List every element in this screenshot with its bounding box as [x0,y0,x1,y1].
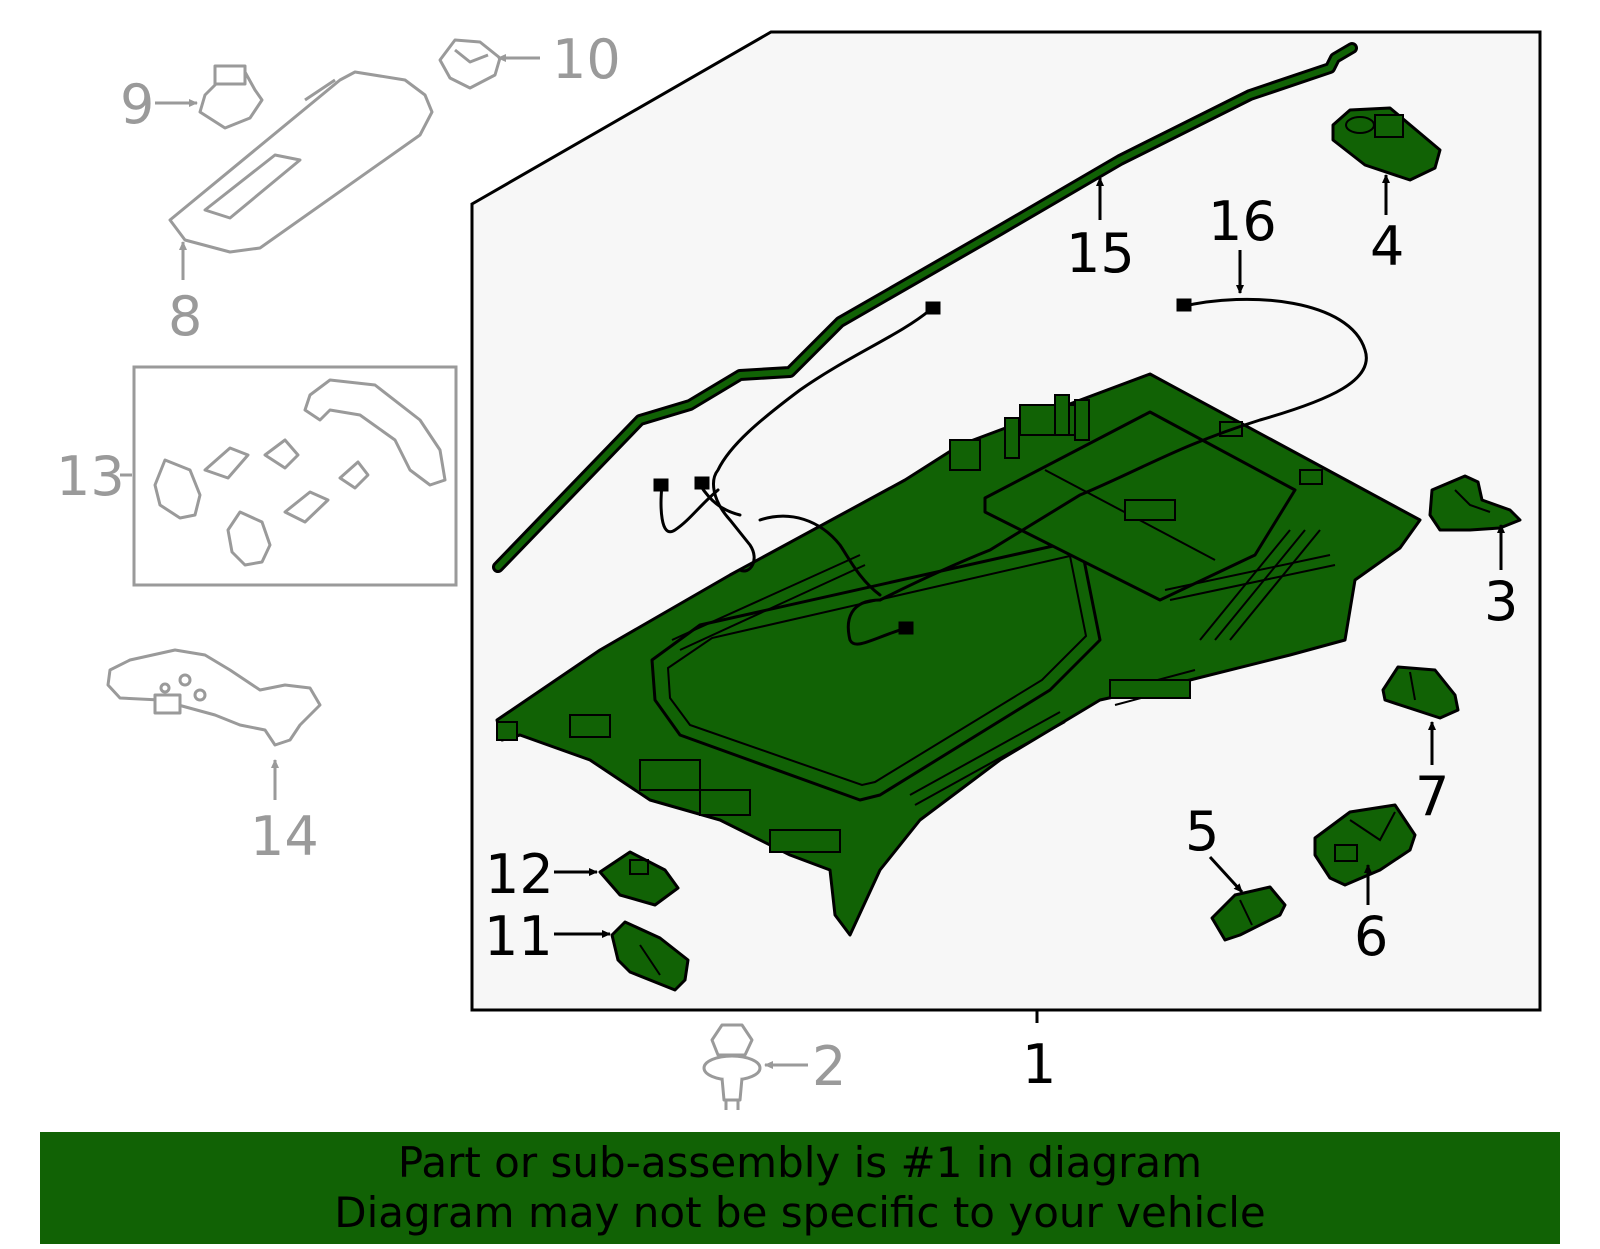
callout-13: 13 [56,445,125,508]
callout-4: 4 [1370,215,1404,278]
banner-line-2: Diagram may not be specific to your vehi… [334,1188,1266,1237]
callout-2: 2 [812,1035,846,1098]
part-5-small-lamp[interactable] [1210,885,1287,942]
part-13-grab-handle-kit[interactable] [132,365,458,587]
banner-line-1: Part or sub-assembly is #1 in diagram [397,1138,1203,1187]
part-11-connector[interactable] [610,920,690,992]
part-14-roof-bracket[interactable] [106,648,322,747]
callout-7: 7 [1415,765,1449,828]
part-3-bracket[interactable] [1428,474,1522,532]
part-7-switch[interactable] [1381,665,1460,720]
leader-lines [120,54,1505,1069]
callout-8: 8 [168,285,202,348]
callout-14: 14 [250,805,319,868]
callout-16: 16 [1208,190,1277,253]
part-4-dome-lamp[interactable] [1331,106,1442,182]
callout-10: 10 [552,28,621,91]
callout-11: 11 [484,905,553,968]
part-15-roof-cable[interactable] [492,42,1358,573]
part-1-headliner[interactable] [495,372,1422,937]
callout-5: 5 [1185,800,1219,863]
callout-3: 3 [1484,570,1518,633]
callout-12: 12 [485,843,554,906]
part-10-visor-holder[interactable] [438,38,502,90]
part-2-clip[interactable] [702,1023,762,1110]
part-9-visor-clip[interactable] [198,64,264,130]
part-12-connector[interactable] [598,850,680,907]
part-16-wire-harness[interactable] [653,297,1368,646]
callout-15: 15 [1066,222,1135,285]
callout-1: 1 [1022,1033,1056,1096]
info-banner: Part or sub-assembly is #1 in diagram Di… [40,1132,1560,1244]
callout-9: 9 [120,73,154,136]
callout-6: 6 [1354,905,1388,968]
part-6-console-lamp[interactable] [1313,803,1417,887]
part-8-sun-visor[interactable] [168,70,434,254]
